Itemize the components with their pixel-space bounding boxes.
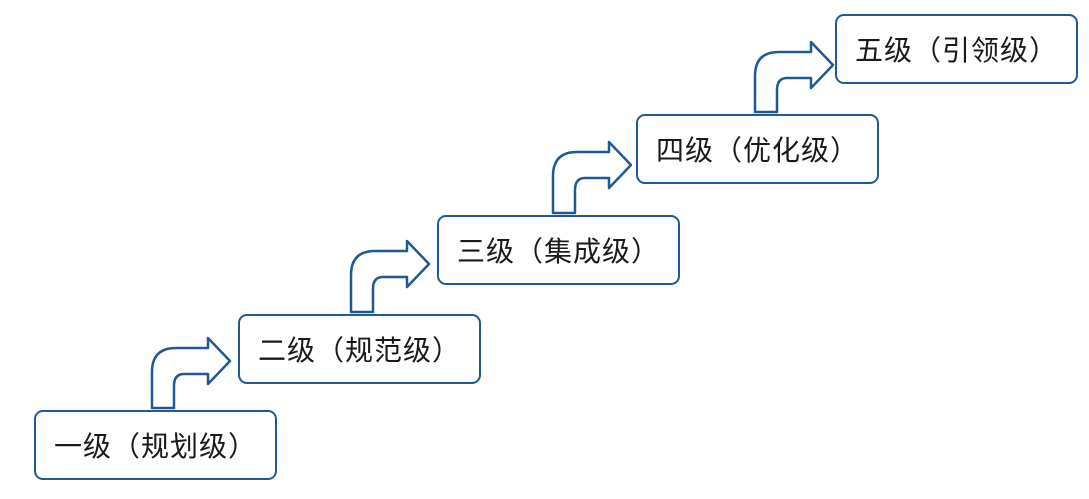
level-box-2: 二级（规范级） xyxy=(238,314,481,384)
step-arrow-1-to-2 xyxy=(150,336,232,410)
level-label-1: 一级（规划级） xyxy=(53,430,257,463)
level-label-2: 二级（规范级） xyxy=(257,334,461,367)
level-box-1: 一级（规划级） xyxy=(34,410,277,480)
level-box-5: 五级（引领级） xyxy=(835,14,1078,84)
step-arrow-4-to-5 xyxy=(753,40,835,114)
level-label-5: 五级（引领级） xyxy=(854,34,1058,67)
level-box-4: 四级（优化级） xyxy=(636,114,879,184)
step-arrow-3-to-4 xyxy=(551,140,633,215)
step-arrow-2-to-3 xyxy=(349,239,431,314)
level-label-4: 四级（优化级） xyxy=(655,134,859,167)
level-label-3: 三级（集成级） xyxy=(456,235,660,268)
level-box-3: 三级（集成级） xyxy=(437,215,680,285)
